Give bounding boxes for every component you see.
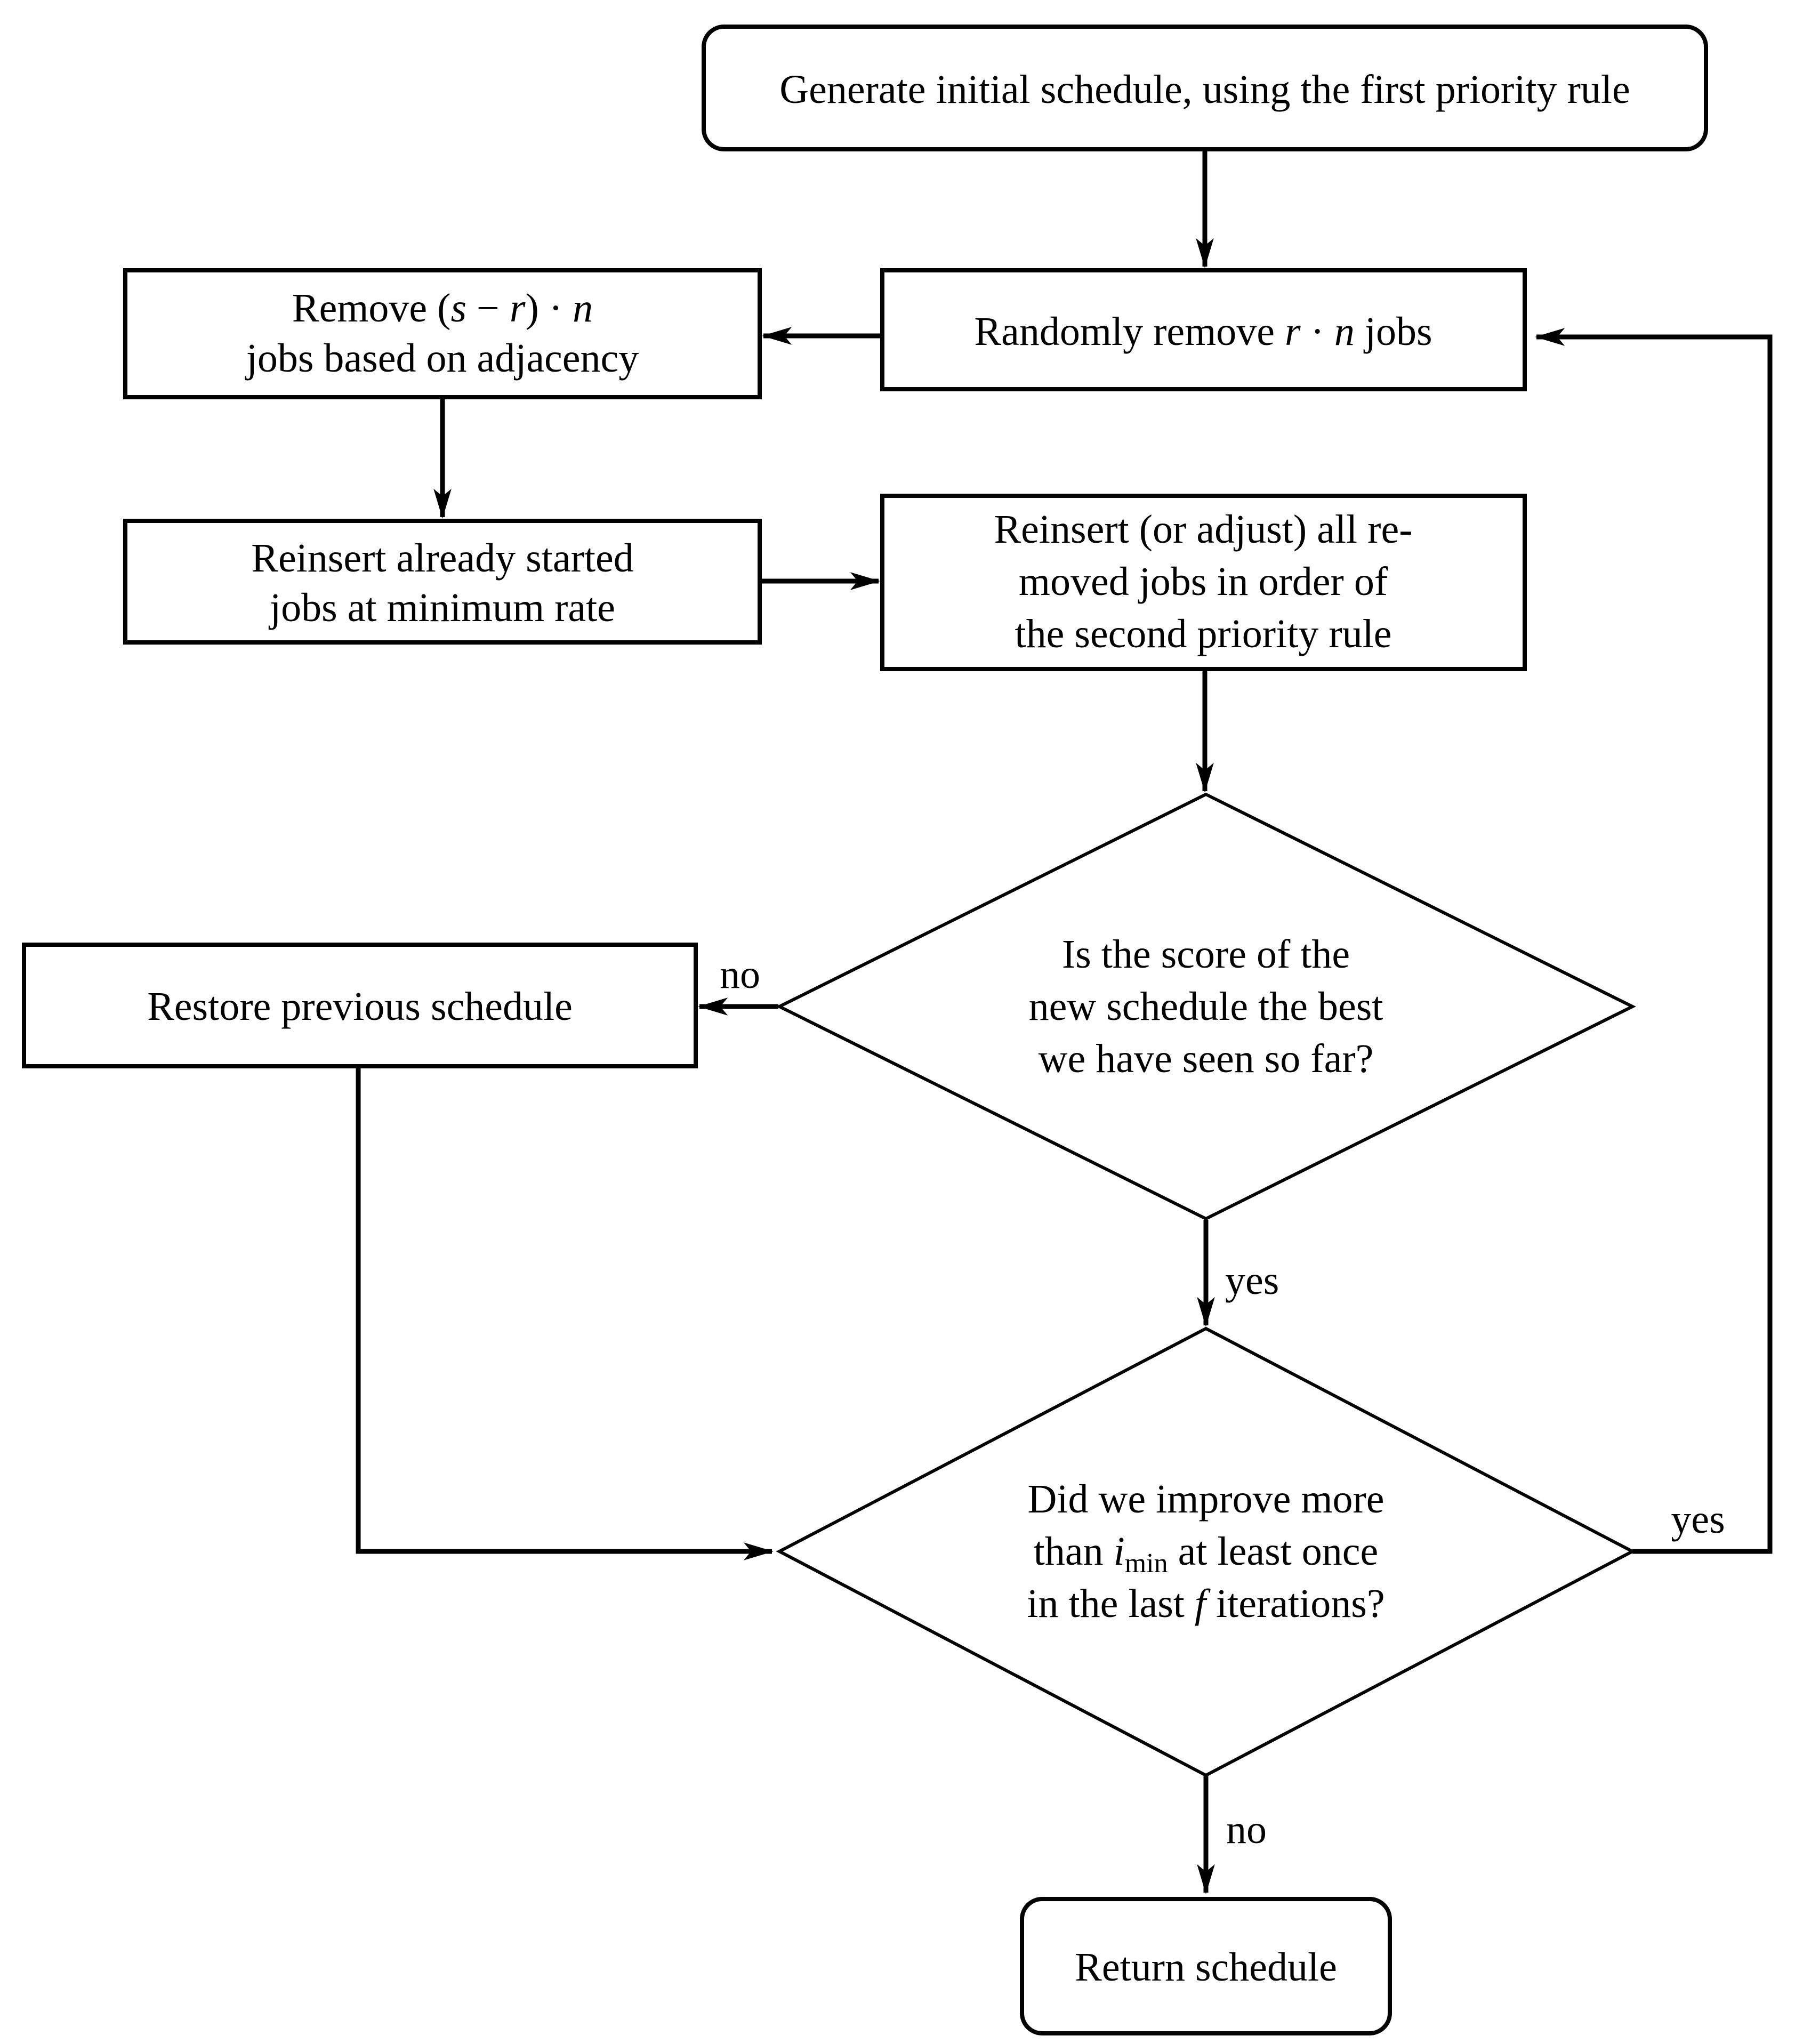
node-reinsert-removed: Reinsert (or adjust) all re- moved jobs …: [880, 494, 1527, 671]
best-score-line3: we have seen so far?: [1039, 1036, 1374, 1081]
node-generate-initial-schedule: Generate initial schedule, using the fir…: [702, 25, 1708, 151]
edges: [356, 150, 1773, 1894]
randomly-remove-label: Randomly remove r · n jobs: [974, 309, 1432, 354]
return-box: [1020, 1897, 1392, 2035]
reinsert-started-line1: Reinsert already started: [251, 536, 633, 581]
edge-restore-to-decision-improve: [356, 1066, 774, 1560]
reinsert-started-line2: jobs at minimum rate: [268, 585, 615, 630]
edge-label-yes-improve: yes: [1671, 1497, 1725, 1542]
reinsert-started-box: [123, 519, 762, 645]
var-i: i: [1114, 1529, 1125, 1574]
reinsert-removed-box: [880, 494, 1527, 671]
node-restore-previous: Restore previous schedule: [22, 943, 698, 1068]
text-fragment: iterations?: [1206, 1581, 1385, 1626]
best-score-diamond: [776, 792, 1636, 1221]
reinsert-removed-line3: the second priority rule: [1015, 611, 1391, 656]
text-fragment: in the last: [1027, 1581, 1195, 1626]
text-fragment: than: [1034, 1529, 1114, 1574]
var-s: s: [450, 286, 466, 331]
minus-operator: −: [466, 286, 510, 331]
return-label: Return schedule: [1075, 1945, 1337, 1990]
remove-adjacency-line1: Remove (s − r) · n: [292, 286, 593, 331]
node-remove-adjacency: Remove (s − r) · n jobs based on adjacen…: [123, 268, 762, 399]
decision-best-score: Is the score of the new schedule the bes…: [776, 792, 1636, 1221]
decision-improve: Did we improve more than imin at least o…: [776, 1326, 1636, 1777]
best-score-line2: new schedule the best: [1029, 984, 1383, 1029]
remove-adjacency-line2: jobs based on adjacency: [245, 336, 639, 381]
text-fragment: Remove (: [292, 286, 451, 331]
node-randomly-remove: Randomly remove r · n jobs: [880, 268, 1527, 391]
reinsert-removed-line2: moved jobs in order of: [1019, 559, 1388, 604]
generate-label: Generate initial schedule, using the fir…: [779, 67, 1630, 112]
text-fragment: at least once: [1168, 1529, 1379, 1574]
improve-line3: in the last f iterations?: [1027, 1581, 1385, 1626]
restore-label: Restore previous schedule: [147, 984, 573, 1029]
var-r: r: [1285, 309, 1301, 354]
improve-diamond: [776, 1326, 1636, 1777]
edge-label-no-best: no: [720, 952, 760, 997]
reinsert-removed-line1: Reinsert (or adjust) all re-: [994, 507, 1412, 552]
text-fragment: Randomly remove: [974, 309, 1285, 354]
remove-adjacency-box: [123, 268, 762, 399]
improve-line1: Did we improve more: [1027, 1477, 1384, 1522]
restore-box: [22, 943, 698, 1068]
var-n: n: [573, 286, 593, 331]
subscript-min: min: [1125, 1548, 1168, 1579]
best-score-line1: Is the score of the: [1062, 932, 1350, 977]
cdot-operator: ·: [1301, 309, 1334, 354]
edge-label-yes-best: yes: [1225, 1258, 1279, 1303]
generate-box: [702, 25, 1708, 151]
improve-line2: than imin at least once: [1034, 1529, 1378, 1579]
randomly-remove-box: [880, 268, 1527, 391]
edge-label-no-improve: no: [1226, 1807, 1267, 1852]
var-r: r: [510, 286, 526, 331]
node-reinsert-started: Reinsert already started jobs at minimum…: [123, 519, 762, 645]
node-return-schedule: Return schedule: [1020, 1897, 1392, 2035]
text-fragment: jobs: [1355, 309, 1432, 354]
edge-decision-improve-yes-loop: [1535, 328, 1773, 1554]
var-n: n: [1334, 309, 1355, 354]
text-fragment: ) ·: [526, 286, 573, 331]
